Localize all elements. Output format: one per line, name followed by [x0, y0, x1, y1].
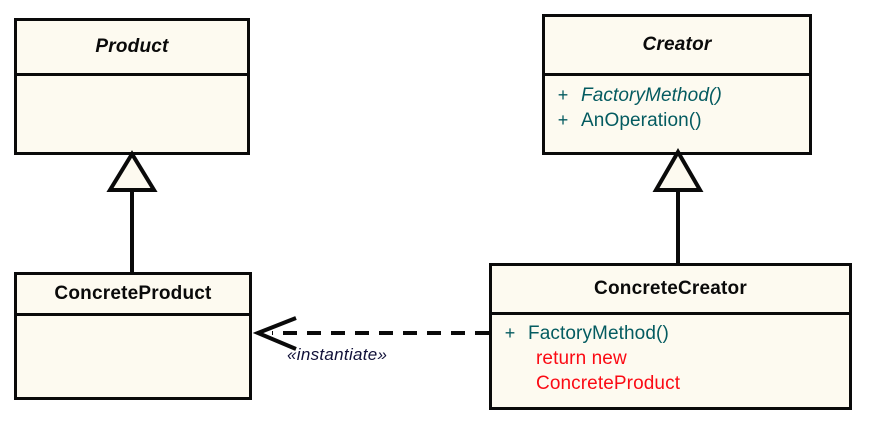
- class-members-compartment-product: [17, 73, 247, 152]
- class-members-compartment-creator: + FactoryMethod() + AnOperation(): [545, 73, 809, 152]
- class-title-concrete-product: ConcreteProduct: [54, 282, 212, 304]
- member-signature: AnOperation(): [581, 110, 702, 132]
- member-row[interactable]: + FactoryMethod(): [545, 83, 809, 108]
- class-members-compartment-concrete-creator: + FactoryMethod() return new ConcretePro…: [492, 312, 849, 407]
- class-box-creator[interactable]: Creator + FactoryMethod() + AnOperation(…: [542, 14, 812, 155]
- member-visibility: +: [557, 110, 569, 131]
- member-note-line: return new: [536, 348, 627, 370]
- class-title-product: Product: [95, 35, 169, 57]
- class-name-compartment-creator: Creator: [545, 17, 809, 73]
- generalization-concrete-creator-to-creator[interactable]: [652, 148, 704, 263]
- generalization-triangle: [106, 150, 158, 192]
- class-box-concrete-creator[interactable]: ConcreteCreator + FactoryMethod() return…: [489, 263, 852, 410]
- dependency-stereotype-label: «instantiate»: [287, 345, 388, 364]
- generalization-concrete-product-to-product[interactable]: [106, 150, 158, 272]
- member-row[interactable]: + AnOperation(): [545, 108, 809, 133]
- class-title-concrete-creator: ConcreteCreator: [594, 277, 747, 299]
- generalization-triangle: [652, 148, 704, 192]
- member-note-line: ConcreteProduct: [536, 373, 681, 395]
- class-title-creator: Creator: [642, 33, 712, 55]
- class-box-concrete-product[interactable]: ConcreteProduct: [14, 272, 252, 400]
- member-signature: FactoryMethod(): [581, 85, 722, 106]
- class-name-compartment-concrete-creator: ConcreteCreator: [492, 266, 849, 312]
- member-signature: FactoryMethod(): [528, 323, 669, 344]
- class-box-product[interactable]: Product: [14, 18, 250, 155]
- member-visibility: +: [557, 85, 569, 105]
- class-name-compartment-product: Product: [17, 21, 247, 73]
- class-members-compartment-concrete-product: [17, 313, 249, 397]
- member-row[interactable]: + FactoryMethod(): [492, 321, 849, 346]
- member-visibility: +: [504, 323, 516, 343]
- class-name-compartment-concrete-product: ConcreteProduct: [17, 275, 249, 313]
